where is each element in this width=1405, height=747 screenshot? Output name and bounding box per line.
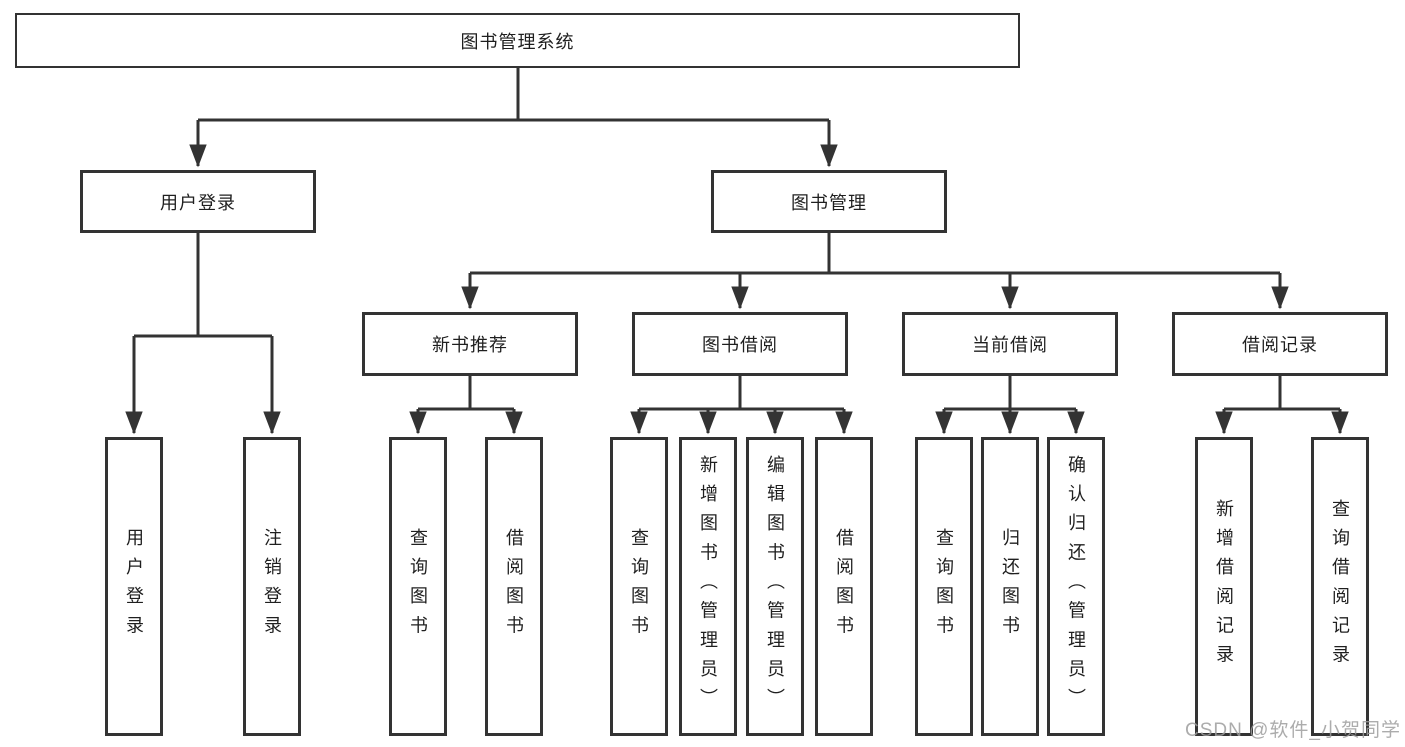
leaf-confirm-return-admin: 确认归还（管理员） — [1047, 437, 1105, 736]
leaf-query-books-borrowing: 查询图书 — [610, 437, 668, 736]
node-label: 借阅记录 — [1242, 335, 1318, 355]
leaf-query-borrow-record: 查询借阅记录 — [1311, 437, 1369, 736]
leaf-label: 查询图书 — [934, 528, 954, 645]
leaf-label: 用户登录 — [124, 528, 144, 645]
leaf-label: 新增图书（管理员） — [698, 455, 718, 718]
node-label: 图书管理系统 — [460, 31, 575, 52]
node-user-login: 用户登录 — [80, 170, 316, 233]
leaf-label: 新增借阅记录 — [1214, 499, 1234, 674]
leaf-query-books-recommend: 查询图书 — [389, 437, 447, 736]
leaf-label: 查询借阅记录 — [1330, 499, 1350, 674]
node-book-borrowing: 图书借阅 — [632, 312, 848, 376]
leaf-label: 编辑图书（管理员） — [765, 455, 785, 718]
node-new-book-recommendation: 新书推荐 — [362, 312, 578, 376]
node-label: 当前借阅 — [972, 335, 1048, 355]
connector-group — [125, 68, 1349, 435]
node-label: 图书管理 — [791, 192, 867, 213]
leaf-logout: 注销登录 — [243, 437, 301, 736]
leaf-borrow-books-recommend: 借阅图书 — [485, 437, 543, 736]
leaf-label: 归还图书 — [1000, 528, 1020, 645]
leaf-borrow-books: 借阅图书 — [815, 437, 873, 736]
leaf-add-book-admin: 新增图书（管理员） — [679, 437, 737, 736]
leaf-user-login: 用户登录 — [105, 437, 163, 736]
leaf-label: 借阅图书 — [504, 528, 524, 645]
node-label: 用户登录 — [160, 192, 236, 213]
leaf-return-book: 归还图书 — [981, 437, 1039, 736]
node-library-management-system: 图书管理系统 — [15, 13, 1020, 68]
leaf-query-books-current: 查询图书 — [915, 437, 973, 736]
leaf-label: 查询图书 — [629, 528, 649, 645]
leaf-label: 借阅图书 — [834, 528, 854, 645]
leaf-label: 确认归还（管理员） — [1066, 455, 1086, 718]
leaf-label: 注销登录 — [262, 528, 282, 645]
leaf-label: 查询图书 — [408, 528, 428, 645]
node-label: 新书推荐 — [432, 335, 508, 355]
node-current-borrowing: 当前借阅 — [902, 312, 1118, 376]
leaf-add-borrow-record: 新增借阅记录 — [1195, 437, 1253, 736]
leaf-edit-book-admin: 编辑图书（管理员） — [746, 437, 804, 736]
node-book-management: 图书管理 — [711, 170, 947, 233]
node-borrowing-records: 借阅记录 — [1172, 312, 1388, 376]
node-label: 图书借阅 — [702, 335, 778, 355]
